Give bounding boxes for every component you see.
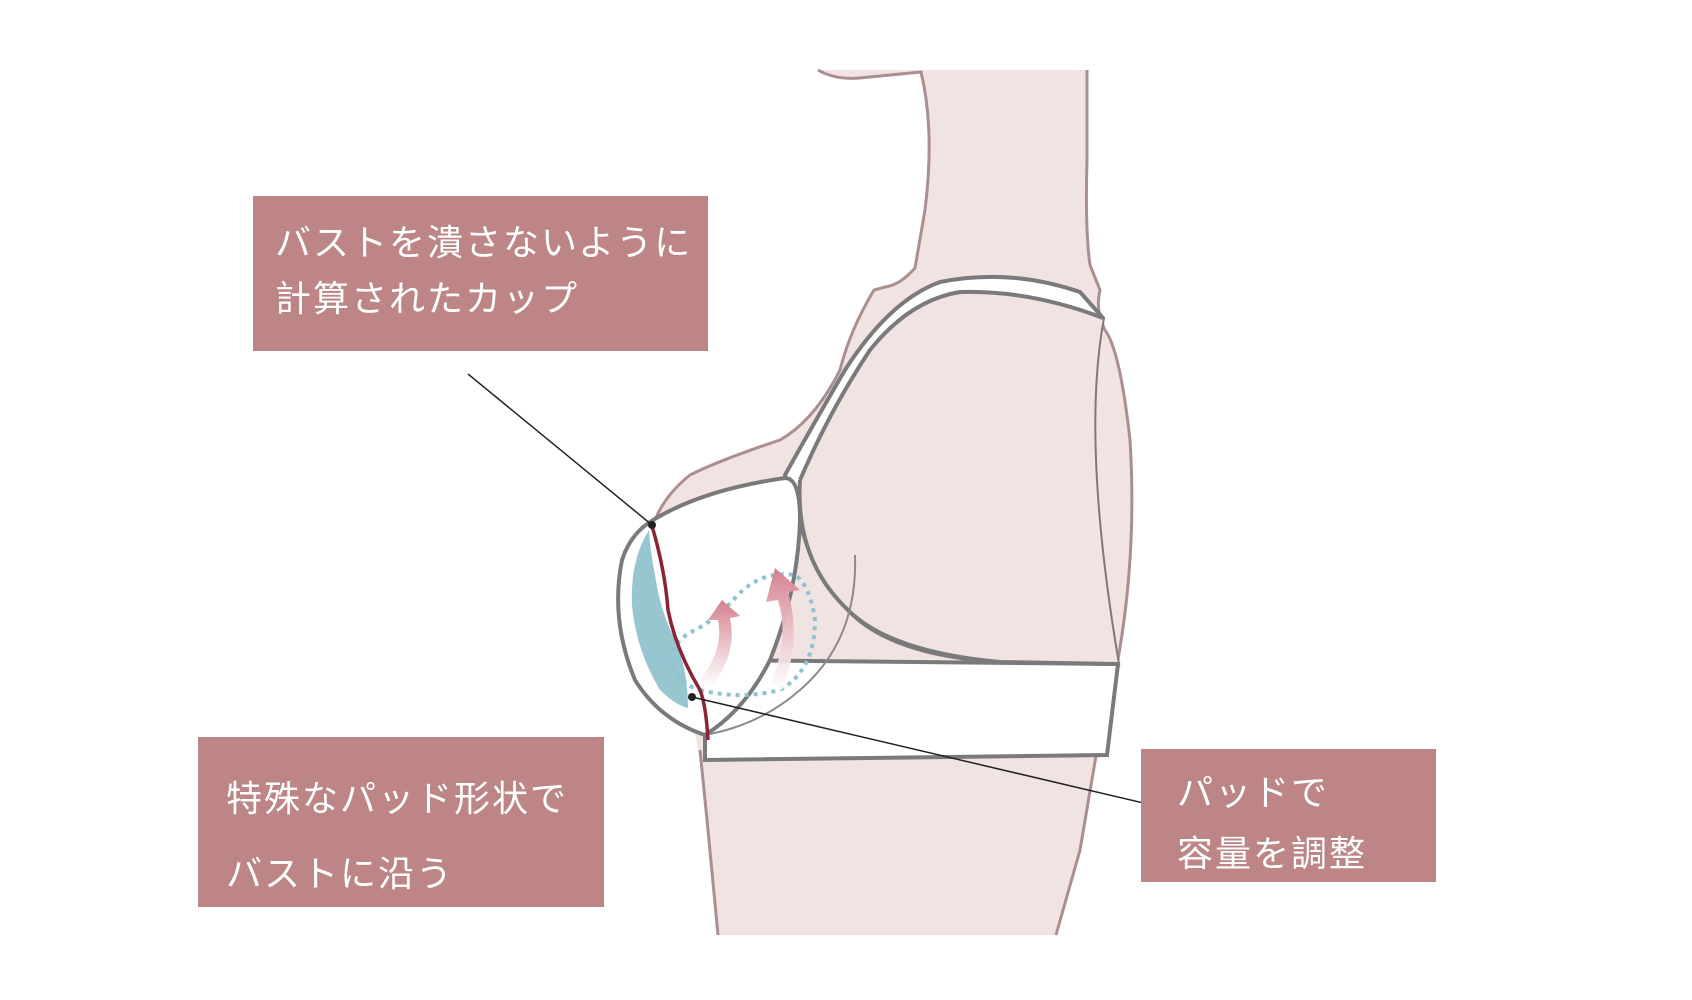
leader-dot-cup: [648, 521, 656, 529]
leader-line-cup: [468, 374, 652, 525]
callout-cup-line-1: バストを潰さないように: [275, 216, 708, 272]
leader-dot-volume: [688, 693, 696, 701]
bra-band: [705, 660, 1118, 760]
callout-pad-shape-line-2: バストに沿う: [226, 837, 604, 912]
callout-pad-shape: 特殊なパッド形状で バストに沿う: [198, 737, 604, 907]
callout-volume: パッドで 容量を調整: [1141, 749, 1436, 882]
callout-volume-line-1: パッドで: [1177, 763, 1436, 824]
callout-volume-line-2: 容量を調整: [1177, 824, 1436, 885]
callout-cup-line-2: 計算されたカップ: [275, 272, 708, 328]
callout-cup: バストを潰さないように 計算されたカップ: [253, 196, 708, 351]
callout-pad-shape-line-1: 特殊なパッド形状で: [226, 762, 604, 837]
